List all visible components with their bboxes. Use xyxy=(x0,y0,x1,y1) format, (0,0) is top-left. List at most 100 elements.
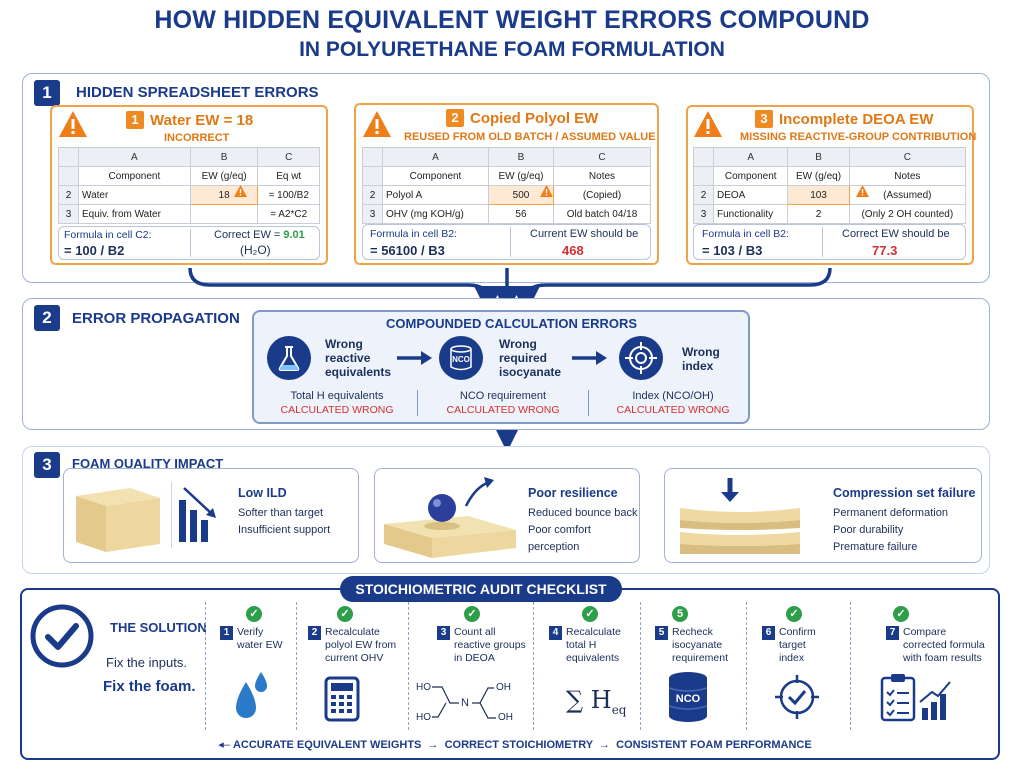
step3-caption: Index (NCO/OH) xyxy=(632,390,714,402)
check-icon: ✓ xyxy=(582,606,598,622)
page-title-line2: IN POLYURETHANE FOAM FORMULATION xyxy=(299,38,725,61)
deoa-oh2: OH xyxy=(498,712,513,723)
arrow-right-icon xyxy=(572,351,607,365)
divider xyxy=(408,602,409,730)
card1-correct-extra: (H₂O) xyxy=(240,243,271,257)
divider xyxy=(533,602,534,730)
target-check-icon xyxy=(775,675,819,719)
warning-icon xyxy=(694,111,722,137)
highlighted-cell: 500 xyxy=(487,185,554,205)
divider xyxy=(190,229,191,257)
solution-line2: Fix the foam. xyxy=(103,678,196,695)
flask-icon xyxy=(267,336,311,380)
card2-formula-label: Formula in cell B2: xyxy=(370,228,457,240)
divider xyxy=(171,482,172,548)
propagation-box-title: COMPOUNDED CALCULATION ERRORS xyxy=(386,316,638,331)
card1-formula-label: Formula in cell C2: xyxy=(64,229,152,241)
deoa-oh1: OH xyxy=(496,682,511,693)
nco-icon-text: NCO xyxy=(452,355,470,364)
section1-number: 1 xyxy=(34,80,60,106)
card1-correct: Correct EW = 9.01 xyxy=(214,229,305,241)
step3-label: Wrong index xyxy=(682,345,720,373)
deoa-ho2: HO xyxy=(416,712,431,723)
clipboard-chart-icon xyxy=(880,674,951,722)
card2-subtitle: REUSED FROM OLD BATCH / ASSUMED VALUE xyxy=(404,131,656,143)
section3-number: 3 xyxy=(34,452,60,478)
card3-correct-label: Correct EW should be xyxy=(842,228,950,240)
step2-label: Wrong required isocyanate xyxy=(499,337,562,379)
step-number-icon: 5 xyxy=(672,606,688,622)
deoa-n: N xyxy=(461,697,469,709)
impact1-title: Low ILD xyxy=(238,486,287,500)
step2-caption: NCO requirement xyxy=(459,390,547,402)
card2-formula: = 56100 / B3 xyxy=(370,243,445,258)
divider xyxy=(746,602,747,730)
sum-h-icon: ∑ Heq xyxy=(566,686,627,717)
divider xyxy=(417,390,418,416)
warning-icon xyxy=(59,111,87,137)
solution-title: THE SOLUTION xyxy=(110,620,207,635)
big-check-icon xyxy=(30,604,94,668)
card3-formula-box xyxy=(693,224,966,260)
nco-drum-icon: NCO xyxy=(439,336,483,380)
card3-subtitle: MISSING REACTIVE-GROUP CONTRIBUTION xyxy=(740,131,977,143)
propagation-box xyxy=(252,310,750,424)
divider xyxy=(205,602,206,730)
check-icon: ✓ xyxy=(893,606,909,622)
warning-icon xyxy=(363,111,391,137)
water-drop-icon xyxy=(236,672,267,718)
foam-ball-icon xyxy=(384,477,516,558)
step3-wrong: CALCULATED WRONG xyxy=(616,404,730,416)
compressed-foam-icon xyxy=(680,478,800,554)
target-icon xyxy=(619,336,663,380)
divider xyxy=(850,602,851,730)
section2-title: ERROR PROPAGATION xyxy=(72,310,240,327)
arrow-right-icon xyxy=(397,351,432,365)
deoa-structure-icon: HO HO N OH OH xyxy=(416,682,513,723)
step2-wrong: CALCULATED WRONG xyxy=(446,404,560,416)
deoa-ho1: HO xyxy=(416,682,431,693)
step1-wrong: CALCULATED WRONG xyxy=(280,404,394,416)
nco-drum-text: NCO xyxy=(676,693,701,705)
impact3-title: Compression set failure xyxy=(833,486,976,500)
checklist-banner: STOICHIOMETRIC AUDIT CHECKLIST xyxy=(340,576,622,602)
nco-drum-icon: NCO xyxy=(668,672,708,722)
card3-formula-label: Formula in cell B2: xyxy=(702,228,789,240)
divider xyxy=(296,602,297,730)
divider xyxy=(588,390,589,416)
declining-bars-icon xyxy=(179,487,216,542)
section1-title: HIDDEN SPREADSHEET ERRORS xyxy=(76,84,319,101)
card1-formula-box xyxy=(58,226,320,260)
foam-block-icon xyxy=(76,488,160,552)
calculator-icon xyxy=(324,676,360,722)
card2-correct-label: Current EW should be xyxy=(530,228,639,240)
cell-warning-icon xyxy=(856,185,869,197)
card3-formula: = 103 / B3 xyxy=(702,243,763,258)
step1-label: Wrong reactive equivalents xyxy=(325,337,392,379)
check-icon: ✓ xyxy=(337,606,353,622)
divider xyxy=(822,227,823,257)
impact2-title: Poor resilience xyxy=(528,486,618,500)
card3-correct-value: 77.3 xyxy=(872,243,898,258)
section-checklist xyxy=(20,588,1000,760)
section2-number: 2 xyxy=(34,305,60,331)
page-title-line1: HOW HIDDEN EQUIVALENT WEIGHT ERRORS COMP… xyxy=(154,6,870,34)
cell-warning-icon xyxy=(540,185,553,197)
check-icon: ✓ xyxy=(786,606,802,622)
highlighted-cell: 103 xyxy=(787,185,850,205)
